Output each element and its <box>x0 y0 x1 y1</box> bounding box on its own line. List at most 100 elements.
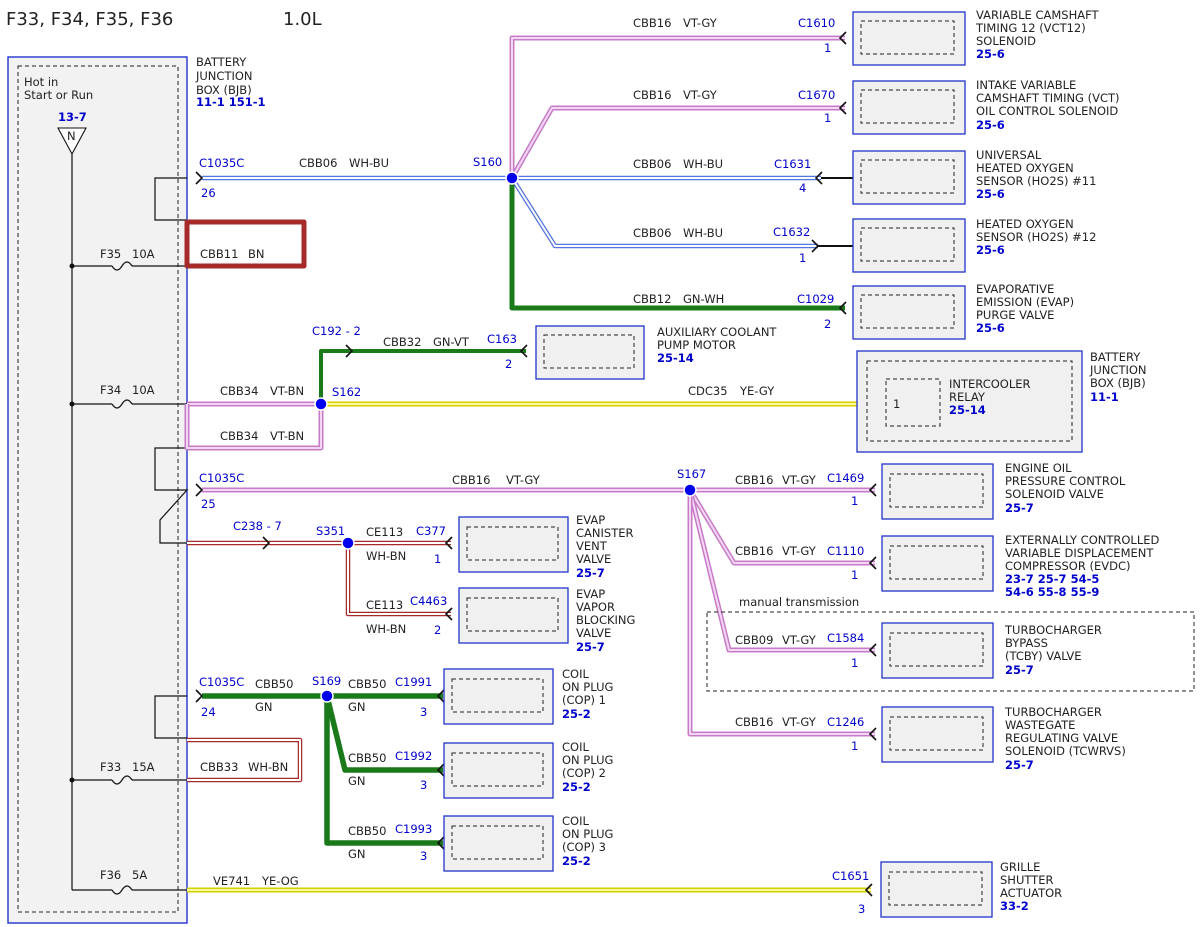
wire-cbb16-c1670-stripe <box>511 107 845 179</box>
wire-cbb16-c1610-stripe <box>511 37 845 178</box>
cop1-label: (COP) 1 <box>562 693 606 707</box>
ho2s11-label: SENSOR (HO2S) #11 <box>976 174 1096 188</box>
wire-label: VT-GY <box>782 544 817 558</box>
wire-label: WH-BN <box>366 549 406 563</box>
ho2s12-label: HEATED OXYGEN <box>976 217 1074 231</box>
wire-label: CBB50 <box>348 824 386 838</box>
tcwrvs-label: WASTEGATE <box>1005 718 1075 732</box>
pin-label: 3 <box>420 705 427 719</box>
vapor-label: VAPOR <box>576 600 615 614</box>
fuse-f35: F35 10A <box>69 247 187 271</box>
wire-label: CBB50 <box>348 751 386 765</box>
ho2s11-label: UNIVERSAL <box>976 148 1042 162</box>
connector-label: C1035C <box>199 471 244 485</box>
vct12-label: VARIABLE CAMSHAFT <box>976 8 1100 22</box>
wire-label: CBB34 <box>220 384 258 398</box>
canister-label: CANISTER <box>576 526 633 540</box>
evdc-label: VARIABLE DISPLACEMENT <box>1005 546 1154 560</box>
wire-cbb09-c1584-stripe <box>689 489 875 651</box>
relay-label: INTERCOOLER <box>949 377 1031 391</box>
pin-label: 25 <box>201 497 216 511</box>
wire-label: CBB16 <box>735 715 773 729</box>
vct-label: OIL CONTROL SOLENOID <box>976 104 1118 118</box>
connector-label: C1992 <box>395 749 432 763</box>
wire-ce113-c4463-stripe <box>347 543 451 615</box>
relay-ref: 25-14 <box>949 403 986 417</box>
evap-ref: 25-6 <box>976 321 1005 335</box>
bjb2-label: BATTERY <box>1090 350 1141 364</box>
splice-s162-label: S162 <box>332 385 361 399</box>
wire-label: WH-BN <box>366 622 406 636</box>
wire-label: WH-BU <box>683 157 723 171</box>
splice-s351 <box>341 536 355 550</box>
canister-label: EVAP <box>576 513 605 527</box>
fuse-f33-rating: 15A <box>132 760 155 774</box>
fuse-f36-name: F36 <box>100 868 121 882</box>
fuse-f34-rating: 10A <box>132 383 155 397</box>
pin-label: 2 <box>824 317 831 331</box>
wire-label: GN-WH <box>683 292 724 306</box>
connector-arrows <box>195 31 877 897</box>
wire-label: CBB12 <box>633 292 671 306</box>
vct-label: INTAKE VARIABLE <box>976 78 1076 92</box>
manual-transmission-label: manual transmission <box>739 595 859 609</box>
cop3-label: ON PLUG <box>562 827 613 841</box>
wire-cbb50-c1993 <box>324 696 443 846</box>
oil-ctrl-label: PRESSURE CONTROL <box>1005 474 1126 488</box>
wire-cbb06-c1632-stripe <box>511 177 818 247</box>
connector-label: C1584 <box>827 631 864 645</box>
wire-label: CBB11 <box>200 247 238 261</box>
wire-label: CBB16 <box>735 473 773 487</box>
tcby-label: (TCBY) VALVE <box>1005 649 1082 663</box>
wire-cbb09-c1584 <box>687 489 875 653</box>
wire-label: CBB33 <box>200 760 238 774</box>
bjb2-ref: 11-1 <box>1090 390 1119 404</box>
wire-label: YE-GY <box>739 384 775 398</box>
oil-ctrl-ref: 25-7 <box>1005 501 1034 515</box>
wire-label: CBB16 <box>735 544 773 558</box>
wire-label: CBB09 <box>735 633 773 647</box>
wire-label: CBB50 <box>255 677 293 691</box>
wire-label: CBB34 <box>220 429 258 443</box>
canister-ref: 25-7 <box>576 566 605 580</box>
fuse-f33-name: F33 <box>100 760 121 774</box>
wire-label: GN <box>348 700 366 714</box>
connector-label: C1029 <box>797 292 834 306</box>
fuse-f35-rating: 10A <box>132 247 155 261</box>
fuse-title: F33, F34, F35, F36 <box>6 9 173 30</box>
wire-label: CBB06 <box>299 156 337 170</box>
fuse-f36-rating: 5A <box>132 868 147 882</box>
fuse-f34: F34 10A <box>69 383 187 409</box>
splice-s169 <box>320 689 334 703</box>
vapor-label: EVAP <box>576 587 605 601</box>
ho2s11-label: HEATED OXYGEN <box>976 161 1074 175</box>
connector-label: C1246 <box>827 715 864 729</box>
tcwrvs-label: REGULATING VALVE <box>1005 731 1118 745</box>
wire-label: VT-GY <box>782 715 817 729</box>
wire-label: BN <box>248 247 265 261</box>
wire-cbb33-stripe <box>187 739 301 781</box>
evdc-ref: 54-6 55-8 55-9 <box>1005 585 1099 599</box>
pin-label: 2 <box>434 623 441 637</box>
wire-label: CBB32 <box>383 335 421 349</box>
tcby-ref: 25-7 <box>1005 663 1034 677</box>
hot-ref: 13-7 <box>58 110 87 124</box>
bjb-label-3: BOX (BJB) <box>196 83 252 97</box>
wire-label: WH-BU <box>683 226 723 240</box>
splice-s351-label: S351 <box>316 524 345 538</box>
splice-s167-label: S167 <box>677 467 706 481</box>
connector-label: C1651 <box>832 869 869 883</box>
vapor-ref: 25-7 <box>576 640 605 654</box>
connector-label: C1993 <box>395 822 432 836</box>
pin-label: 1 <box>434 552 441 566</box>
connector-label: C1035C <box>199 156 244 170</box>
wire-cbb16-c1110-stripe <box>689 489 875 564</box>
bjb-refs: 11-1 151-1 <box>196 95 266 109</box>
cop1-label: COIL <box>562 667 589 681</box>
evap-label: EVAPORATIVE <box>976 282 1054 296</box>
wire-cbb12-c1029 <box>509 178 845 311</box>
evap-label: PURGE VALVE <box>976 308 1054 322</box>
pin-label: 1 <box>851 739 858 753</box>
wire-label: CBB16 <box>633 88 671 102</box>
connector-label: C1469 <box>827 471 864 485</box>
